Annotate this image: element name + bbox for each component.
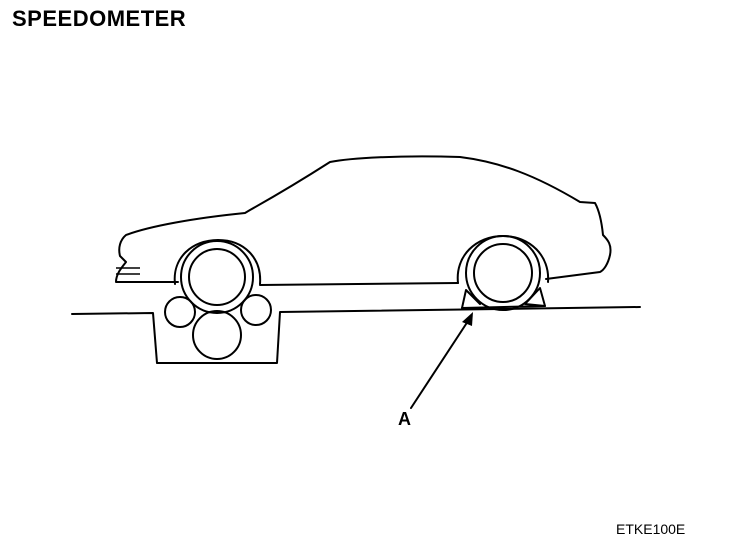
roller-left	[164, 296, 196, 328]
front-tire	[180, 240, 254, 314]
page-title: SPEEDOMETER	[12, 6, 187, 31]
roller-right	[240, 294, 272, 326]
rear-rim	[473, 243, 533, 303]
callout-leader	[410, 317, 471, 409]
roller-center	[192, 310, 242, 360]
callout-label-a: A	[398, 409, 411, 429]
figure-id: ETKE100E	[616, 521, 686, 537]
wheel-chock-base	[461, 305, 546, 309]
front-bumper	[116, 267, 140, 275]
wheel-chock	[461, 287, 546, 309]
rear-tire	[465, 235, 541, 311]
car-body	[115, 155, 612, 286]
ground-line	[71, 306, 641, 364]
front-rim	[188, 248, 246, 306]
front-wheel-arch	[173, 239, 262, 285]
callout-arrowhead	[462, 312, 473, 326]
